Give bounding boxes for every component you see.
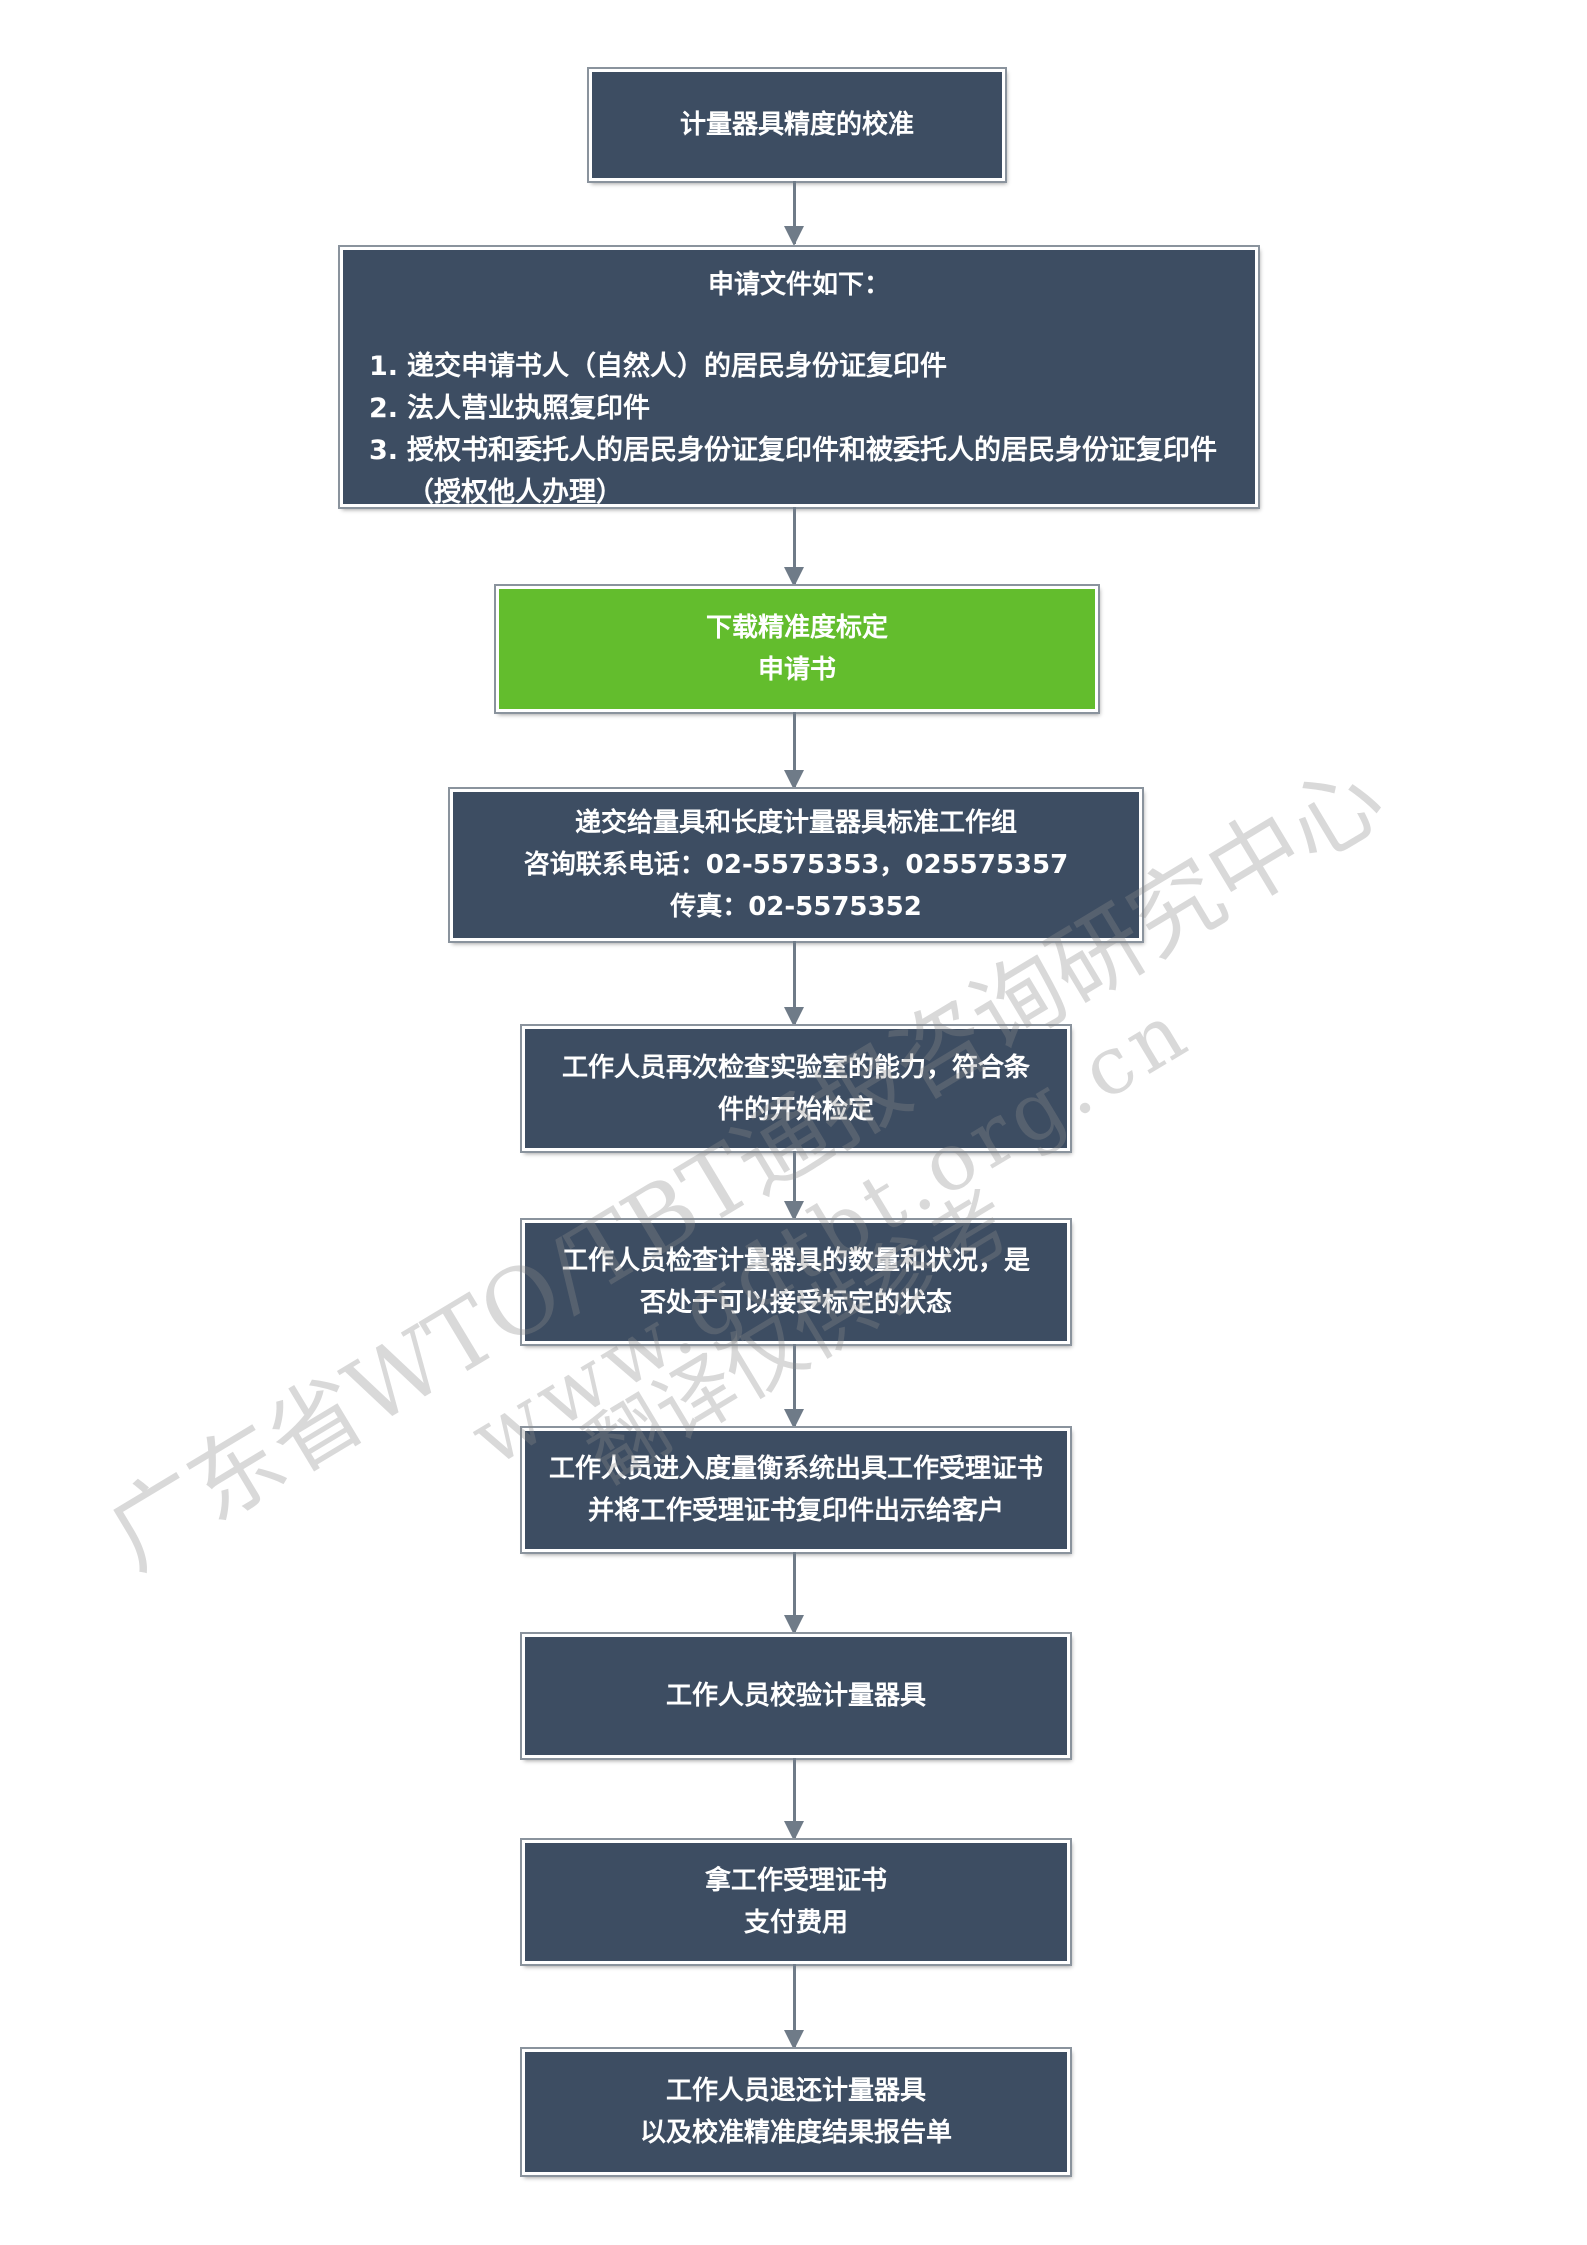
step-1-line: 计量器具精度的校准 bbox=[679, 110, 914, 140]
arrow-5 bbox=[784, 1151, 804, 1221]
document-item-number: 2. bbox=[369, 393, 399, 424]
step-5-line: 工作人员再次检查实验室的能力，符合条 bbox=[561, 1052, 1030, 1083]
document-item-number: 3. bbox=[369, 435, 399, 466]
flow-step-2-documents: 申请文件如下： 1. 递交申请书人（自然人）的居民身份证复印件 2. 法人营业执… bbox=[338, 245, 1260, 509]
flow-step-9-payment: 拿工作受理证书 支付费用 bbox=[520, 1838, 1072, 1966]
flow-step-1: 计量器具精度的校准 bbox=[587, 67, 1007, 183]
document-item-text: 授权书和委托人的居民身份证复印件和被委托人的居民身份证复印件（授权他人办理） bbox=[407, 435, 1217, 508]
step-8-line: 工作人员校验计量器具 bbox=[665, 1681, 926, 1711]
step-6-line: 工作人员检查计量器具的数量和状况，是 bbox=[561, 1246, 1030, 1276]
flow-step-5: 工作人员再次检查实验室的能力，符合条 件的开始检定 bbox=[520, 1024, 1072, 1153]
document-item-1: 1. 递交申请书人（自然人）的居民身份证复印件 bbox=[369, 346, 1229, 388]
step-6-line: 否处于可以接受标定的状态 bbox=[639, 1288, 952, 1318]
step-5-line: 件的开始检定 bbox=[717, 1094, 874, 1125]
flow-step-6: 工作人员检查计量器具的数量和状况，是 否处于可以接受标定的状态 bbox=[520, 1218, 1072, 1346]
step-9-line: 拿工作受理证书 bbox=[704, 1866, 887, 1896]
arrow-2 bbox=[784, 507, 804, 587]
flow-step-7: 工作人员进入度量衡系统出具工作受理证书 并将工作受理证书复印件出示给客户 bbox=[520, 1426, 1072, 1554]
step-7-line: 并将工作受理证书复印件出示给客户 bbox=[587, 1496, 1004, 1526]
arrow-4 bbox=[784, 941, 804, 1027]
document-item-text: 递交申请书人（自然人）的居民身份证复印件 bbox=[407, 351, 947, 382]
step-7-line: 工作人员进入度量衡系统出具工作受理证书 bbox=[548, 1454, 1043, 1484]
step-4-line: 咨询联系电话：02-5575353，025575357 bbox=[523, 850, 1069, 880]
arrow-7 bbox=[784, 1552, 804, 1635]
step-10-line: 以及校准精准度结果报告单 bbox=[639, 2118, 952, 2148]
arrow-1 bbox=[784, 181, 804, 246]
document-item-number: 1. bbox=[369, 351, 399, 382]
arrow-6 bbox=[784, 1344, 804, 1429]
document-item-text: 法人营业执照复印件 bbox=[407, 393, 650, 424]
flow-step-10-return: 工作人员退还计量器具 以及校准精准度结果报告单 bbox=[520, 2047, 1072, 2177]
flow-step-3-download: 下载精准度标定 申请书 bbox=[494, 584, 1100, 714]
arrow-9 bbox=[784, 1964, 804, 2050]
step-10-line: 工作人员退还计量器具 bbox=[665, 2076, 926, 2106]
step-4-line: 递交给量具和长度计量器具标准工作组 bbox=[574, 808, 1017, 838]
arrow-3 bbox=[784, 712, 804, 790]
documents-title: 申请文件如下： bbox=[707, 270, 890, 300]
arrow-8 bbox=[784, 1758, 804, 1841]
document-item-2: 2. 法人营业执照复印件 bbox=[369, 388, 1229, 430]
flow-step-8: 工作人员校验计量器具 bbox=[520, 1632, 1072, 1760]
step-3-line: 下载精准度标定 bbox=[705, 613, 888, 643]
step-9-line: 支付费用 bbox=[743, 1908, 848, 1938]
document-item-3: 3. 授权书和委托人的居民身份证复印件和被委托人的居民身份证复印件（授权他人办理… bbox=[369, 430, 1229, 514]
flow-step-4-submit: 递交给量具和长度计量器具标准工作组 咨询联系电话：02-5575353，0255… bbox=[448, 787, 1144, 943]
step-3-line: 申请书 bbox=[757, 655, 836, 685]
step-4-line: 传真：02-5575352 bbox=[670, 892, 922, 922]
